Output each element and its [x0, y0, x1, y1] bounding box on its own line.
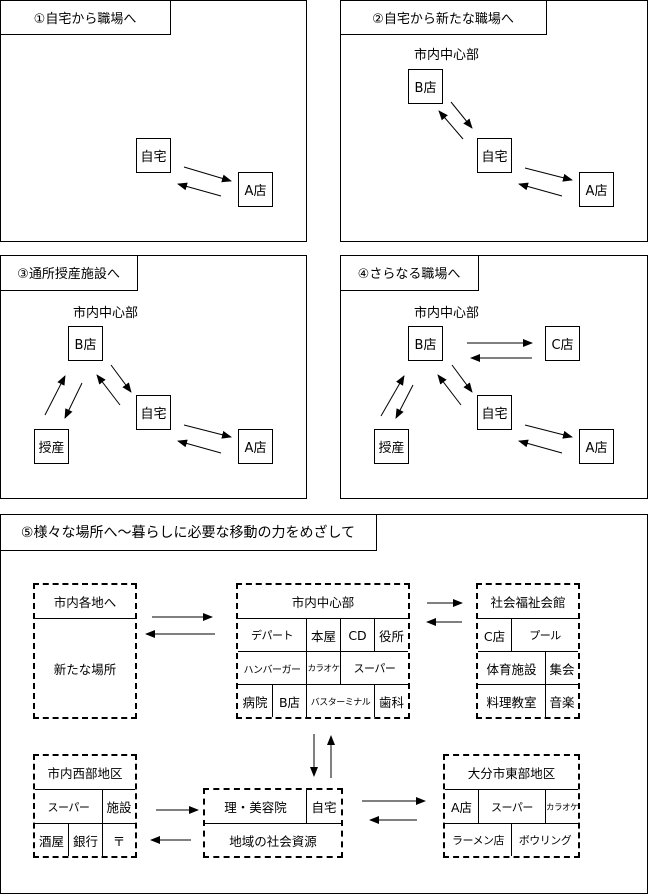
- kakuchi-body: 新たな場所: [53, 661, 117, 677]
- fukushi-header: 社会福祉会館: [478, 585, 578, 619]
- home-footer: 地域の社会資源: [229, 833, 317, 849]
- box-home: 理・美容院 自宅 地域の社会資源: [203, 788, 343, 858]
- tobu-cell: ラーメン店: [445, 824, 512, 856]
- fukushi-cell: 集会: [546, 652, 578, 685]
- node-a-store: A店: [579, 172, 614, 207]
- chushin-cell: カラオケ: [307, 652, 341, 685]
- fukushi-cell: C店: [478, 619, 512, 652]
- node-home: 自宅: [136, 138, 171, 173]
- fukushi-cell: 音楽: [549, 694, 575, 710]
- chushin-cell: デパート: [238, 619, 307, 652]
- seibu-header: 市内西部地区: [35, 756, 135, 790]
- chushin-cell: バスターミナル: [307, 685, 375, 717]
- tobu-header: 大分市東部地区: [445, 756, 578, 790]
- node-b-store: B店: [408, 69, 443, 104]
- panel-1: ①自宅から職場へ: [0, 0, 307, 242]
- box-tobu: 大分市東部地区 A店 スーパー カラオケ ラーメン店 ボウリング: [443, 754, 580, 858]
- tobu-cell: スーパー: [479, 790, 546, 824]
- node-home: 自宅: [136, 395, 171, 430]
- seibu-cell: 施設: [103, 790, 135, 824]
- fukushi-cell: 料理教室: [478, 685, 546, 717]
- chushin-cell: 役所: [375, 619, 408, 652]
- box-seibu: 市内西部地区 スーパー 施設 酒屋 銀行 〒: [33, 754, 137, 858]
- node-c-store: C店: [545, 326, 580, 361]
- node-home: 自宅: [477, 138, 512, 173]
- chushin-cell: 本屋: [307, 619, 341, 652]
- chushin-cell: 病院: [238, 685, 273, 717]
- box-fukushi: 社会福祉会館 C店 プール 体育施設 集会 料理教室 音楽: [476, 583, 580, 719]
- tobu-cell: ボウリング: [518, 834, 572, 847]
- fukushi-cell: プール: [512, 619, 578, 652]
- seibu-cell: 〒: [112, 833, 126, 849]
- home-cell-salon: 理・美容院: [205, 790, 307, 824]
- node-a-store: A店: [579, 429, 614, 464]
- node-b-store: B店: [68, 326, 103, 361]
- chushin-cell: 歯科: [378, 694, 404, 710]
- tobu-cell: A店: [445, 790, 479, 824]
- seibu-cell: 銀行: [69, 824, 103, 856]
- node-home: 自宅: [477, 395, 512, 430]
- panel-2-title: ②自宅から新たな職場へ: [339, 0, 547, 35]
- node-b-store: B店: [408, 326, 443, 361]
- chushin-cell: ハンバーガー: [238, 652, 307, 685]
- seibu-cell: スーパー: [35, 790, 103, 824]
- kakuchi-header: 市内各地へ: [35, 585, 135, 619]
- seibu-cell: 酒屋: [35, 824, 69, 856]
- panel-4-title: ④さらなる職場へ: [339, 254, 479, 291]
- fukushi-cell: 体育施設: [478, 652, 546, 685]
- area-label-center: 市内中心部: [414, 306, 480, 321]
- node-a-store: A店: [238, 172, 273, 207]
- box-kakuchi: 市内各地へ 新たな場所: [33, 583, 137, 719]
- panel-3-title: ③通所授産施設へ: [0, 254, 138, 291]
- area-label-center: 市内中心部: [73, 306, 139, 321]
- node-a-store: A店: [238, 429, 273, 464]
- tobu-cell: カラオケ: [546, 790, 578, 824]
- chushin-cell: B店: [273, 685, 307, 717]
- panel-1-title: ①自宅から職場へ: [0, 0, 171, 35]
- panel-5-title: ⑤様々な場所へ～暮らしに必要な移動の力をめざして: [0, 513, 377, 551]
- chushin-cell: CD: [341, 619, 375, 652]
- box-chushin: 市内中心部 デパート 本屋 CD 役所 ハンバーガー カラオケ スーパー 病院 …: [236, 583, 410, 719]
- area-label-center: 市内中心部: [414, 48, 480, 63]
- chushin-cell: スーパー: [341, 652, 408, 685]
- chushin-header: 市内中心部: [238, 585, 408, 619]
- node-jusan: 授産: [374, 429, 409, 464]
- home-cell-home: 自宅: [307, 790, 341, 824]
- node-jusan: 授産: [34, 429, 69, 464]
